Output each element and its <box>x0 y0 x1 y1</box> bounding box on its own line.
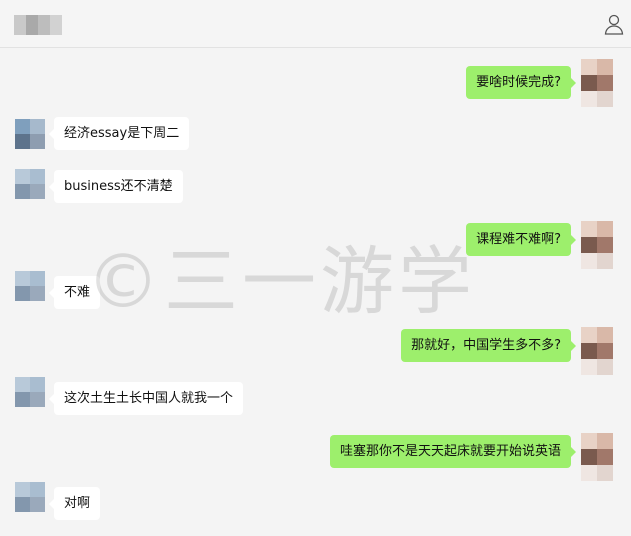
friend-avatar[interactable] <box>15 377 45 407</box>
message-list[interactable]: 要啥时候完成? 经济essay是下周二 business还不清楚 课程难不难啊?… <box>0 49 631 536</box>
message-bubble-incoming[interactable]: 不难 <box>48 276 101 309</box>
my-avatar[interactable] <box>581 221 613 269</box>
message-bubble-incoming[interactable]: 经济essay是下周二 <box>48 117 190 150</box>
message-bubble-outgoing[interactable]: 要啥时候完成? <box>466 66 576 99</box>
friend-avatar[interactable] <box>15 482 45 512</box>
my-avatar[interactable] <box>581 59 613 107</box>
message-bubble-incoming[interactable]: 对啊 <box>48 487 101 520</box>
friend-avatar[interactable] <box>15 169 45 199</box>
person-icon[interactable] <box>603 13 625 35</box>
message-bubble-outgoing[interactable]: 课程难不难啊? <box>466 223 576 256</box>
message-bubble-outgoing[interactable]: 那就好，中国学生多不多? <box>401 329 576 362</box>
my-avatar[interactable] <box>581 433 613 481</box>
message-bubble-incoming[interactable]: 这次土生土长中国人就我一个 <box>48 382 244 415</box>
friend-avatar[interactable] <box>15 119 45 149</box>
message-bubble-incoming[interactable]: business还不清楚 <box>49 170 183 203</box>
contact-name[interactable]: ■■■ <box>14 15 62 35</box>
my-avatar[interactable] <box>581 327 613 375</box>
friend-avatar[interactable] <box>15 271 45 301</box>
message-bubble-outgoing[interactable]: 哇塞那你不是天天起床就要开始说英语 <box>329 435 577 468</box>
chat-header: ■■■ <box>0 0 631 48</box>
